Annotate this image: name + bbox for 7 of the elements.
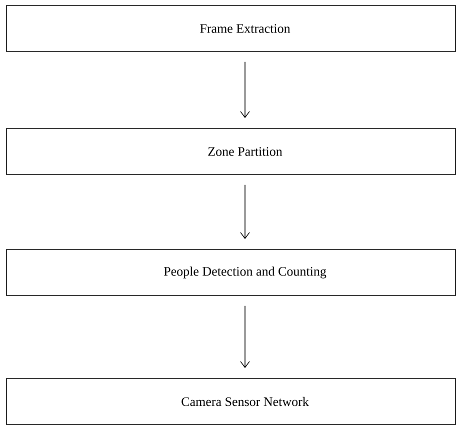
- arrow: [240, 306, 250, 368]
- arrow: [240, 184, 250, 240]
- process-box: Camera Sensor Network: [6, 378, 456, 425]
- process-box: People Detection and Counting: [6, 249, 456, 296]
- process-box: Zone Partition: [6, 128, 456, 175]
- process-box: Frame Extraction: [6, 5, 456, 52]
- arrow: [240, 62, 250, 118]
